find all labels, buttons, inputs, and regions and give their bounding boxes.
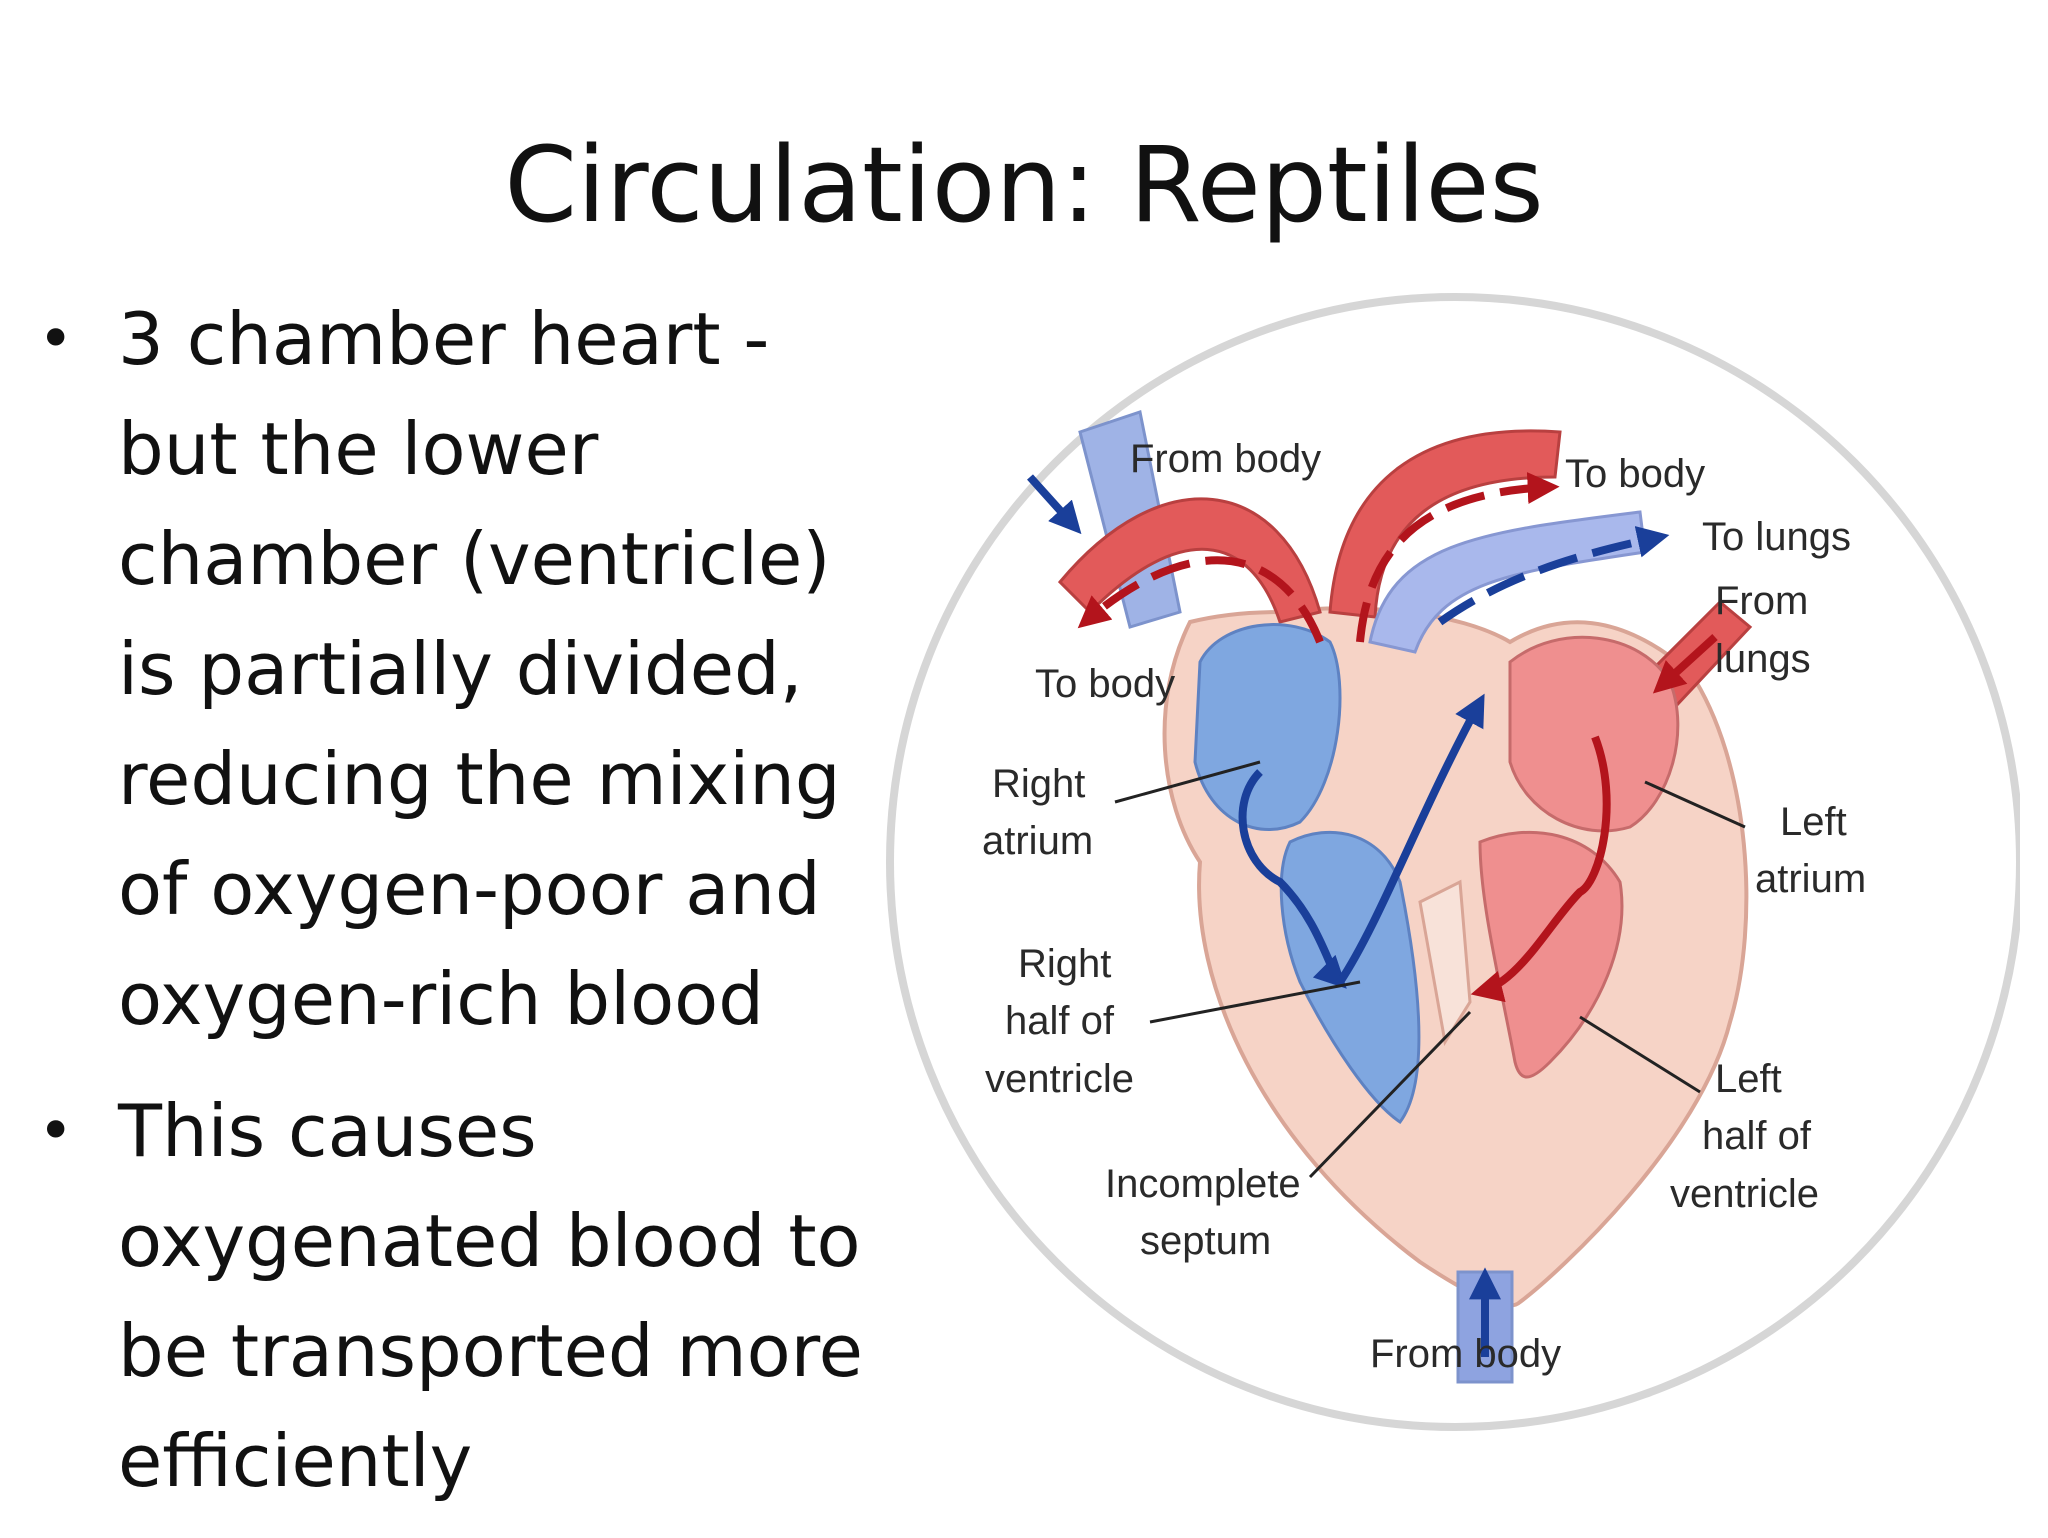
bullet-text: This causes oxygenated blood to be trans… xyxy=(118,1089,863,1503)
blood-flow-arrow xyxy=(1077,556,1324,644)
label-right-half-ventricle: half of xyxy=(1005,999,1115,1043)
label-from-body-bottom: From body xyxy=(1370,1332,1561,1376)
blood-flow-arrow xyxy=(1336,693,1485,985)
label-right-atrium: atrium xyxy=(982,819,1093,863)
left-atrium-chamber xyxy=(1508,635,1680,833)
label-from-lungs: From xyxy=(1715,579,1808,623)
label-right-half-ventricle: ventricle xyxy=(985,1057,1134,1101)
aortic-arch-right xyxy=(1328,429,1562,619)
frame-circle xyxy=(886,293,2020,1431)
bullet-text: 3 chamber heart - but the lower chamber … xyxy=(118,297,841,1041)
blood-flow-arrow xyxy=(1238,769,1347,989)
bullet-item: • This causes oxygenated blood to be tra… xyxy=(38,1076,908,1516)
blood-flow-arrow xyxy=(1470,735,1611,1003)
label-left-atrium: atrium xyxy=(1755,857,1866,901)
label-left-atrium: Left xyxy=(1780,800,1847,844)
slide-title: Circulation: Reptiles xyxy=(504,124,1544,246)
reptile-heart-diagram: From body To body To lungs From lungs To… xyxy=(886,293,2020,1431)
label-from-body-top: From body xyxy=(1130,437,1321,481)
label-right-half-ventricle: Right xyxy=(1018,942,1111,986)
label-right-atrium: Right xyxy=(992,762,1085,806)
blood-flow-arrow xyxy=(1027,474,1082,535)
pulmonary-artery xyxy=(1368,510,1647,654)
bullet-item: • 3 chamber heart - but the lower chambe… xyxy=(38,284,908,1054)
label-from-lungs: lungs xyxy=(1715,637,1811,681)
label-to-body-right: To body xyxy=(1565,452,1705,496)
right-atrium-chamber xyxy=(1193,623,1342,831)
leader-line xyxy=(1579,1015,1701,1094)
aortic-arch-left xyxy=(1057,497,1322,624)
blood-flow-arrow xyxy=(1437,526,1670,626)
leader-line xyxy=(1644,780,1746,829)
label-incomplete-septum: Incomplete xyxy=(1105,1162,1301,1206)
blood-flow-arrow xyxy=(1652,634,1718,694)
bullet-dot-icon: • xyxy=(38,304,74,374)
label-left-half-ventricle: ventricle xyxy=(1670,1172,1819,1216)
label-incomplete-septum: septum xyxy=(1140,1219,1271,1263)
leader-line xyxy=(1149,980,1361,1024)
incomplete-septum xyxy=(1418,879,1472,1047)
leader-line xyxy=(1308,1010,1472,1179)
blood-flow-arrow xyxy=(1356,472,1560,643)
bullet-dot-icon: • xyxy=(38,1096,74,1166)
label-to-lungs: To lungs xyxy=(1702,515,1851,559)
left-ventricle-half xyxy=(1478,830,1624,1079)
leader-line xyxy=(1114,760,1261,804)
bullet-list: • 3 chamber heart - but the lower chambe… xyxy=(38,284,908,1538)
label-left-half-ventricle: Left xyxy=(1715,1057,1782,1101)
label-left-half-ventricle: half of xyxy=(1702,1114,1812,1158)
label-to-body-left: To body xyxy=(1035,662,1175,706)
